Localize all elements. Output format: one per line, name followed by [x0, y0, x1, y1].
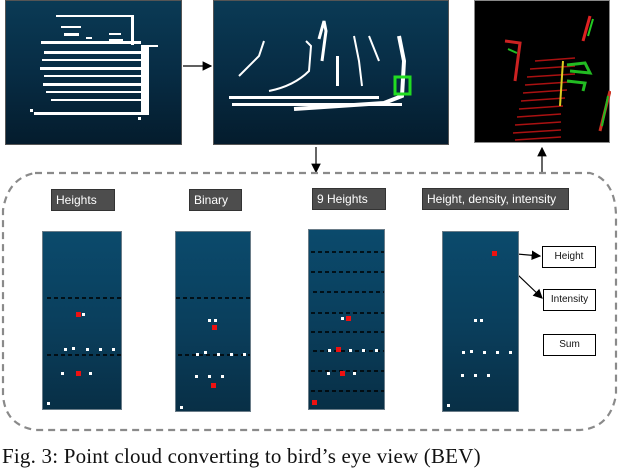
car-point-cloud-drawing — [30, 15, 158, 120]
hdi-grid-cells — [447, 251, 512, 407]
output-intensity-box: Intensity — [543, 289, 596, 311]
encoding-label-binary: Binary — [189, 189, 242, 211]
point-cloud-front-view-image — [5, 0, 182, 145]
binary-grid-panel — [175, 231, 251, 412]
nine-heights-grid-panel — [308, 229, 385, 410]
encoding-label-height-density-intensity: Height, density, intensity — [422, 188, 569, 210]
encoding-label-heights: Heights — [51, 189, 115, 211]
point-cloud-bev-image — [213, 0, 449, 145]
output-sum-box: Sum — [543, 334, 596, 356]
binary-grid-cells — [176, 297, 250, 409]
output-height-box: Height — [542, 246, 596, 268]
heights-grid-cells — [47, 297, 121, 405]
bev-point-drawing — [229, 20, 412, 111]
highlight-box — [393, 75, 412, 96]
height-density-intensity-grid-panel — [442, 231, 519, 412]
heights-grid-panel — [42, 231, 122, 410]
bev-rgb-encoded-image — [474, 0, 611, 143]
rgb-bev-drawing — [504, 15, 611, 141]
encoding-label-9-heights: 9 Heights — [312, 188, 386, 210]
dashed-encoding-container — [1, 171, 618, 432]
nine-heights-grid-cells — [311, 251, 384, 405]
